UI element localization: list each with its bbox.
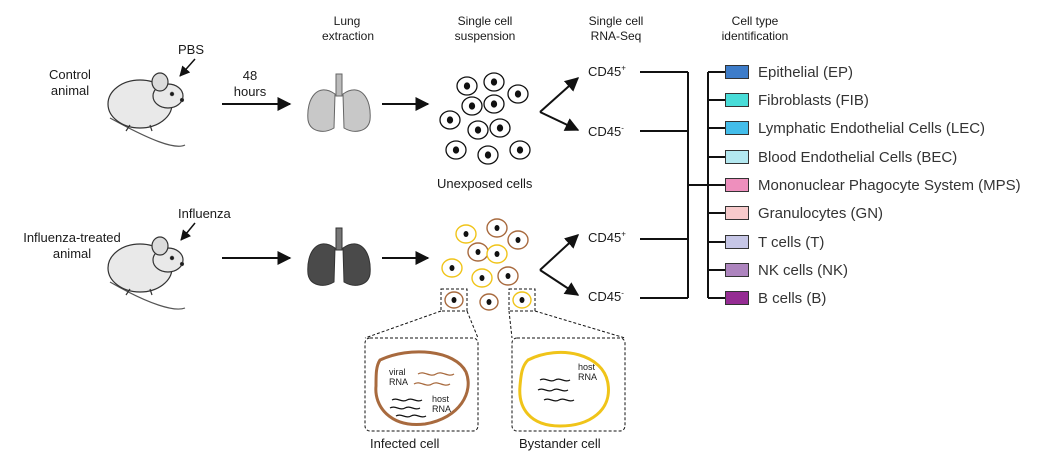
cd45-minus-influenza: CD45- — [588, 289, 624, 305]
cd45-base: CD45 — [588, 124, 622, 139]
bystander-cell-title: Bystander cell — [519, 436, 601, 451]
time-label: 48 hours — [228, 68, 272, 100]
control-label-line1: Control — [49, 67, 91, 82]
legend-label: Fibroblasts (FIB) — [758, 91, 869, 109]
bystander-cell-inset — [511, 337, 626, 432]
legend-swatch — [725, 263, 749, 277]
header-lung-line1: Lung — [333, 14, 361, 28]
legend-label: Epithelial (EP) — [758, 63, 854, 81]
healthy-lung-icon — [307, 73, 371, 132]
infected-cell-title: Infected cell — [370, 436, 440, 451]
legend-swatch — [725, 121, 749, 135]
header-suspension-line2: suspension — [454, 29, 516, 43]
influenza-label: Influenza — [178, 206, 231, 221]
header-single-cell-suspension: Single cell suspension — [445, 14, 525, 44]
legend-swatch — [725, 178, 749, 192]
bystander-selection-box — [508, 288, 536, 312]
legend-swatch — [725, 235, 749, 249]
control-label-line2: animal — [50, 83, 90, 98]
cd45-base: CD45 — [588, 230, 622, 245]
header-celltype-line2: identification — [721, 29, 789, 43]
legend-item-gn: Granulocytes (GN) — [725, 203, 883, 223]
unexposed-cells-icon — [439, 72, 531, 165]
cd45-minus-control: CD45- — [588, 124, 624, 140]
legend-swatch — [725, 150, 749, 164]
pbs-label: PBS — [178, 42, 205, 57]
header-cell-type-identification: Cell type identification — [711, 14, 799, 44]
legend-swatch — [725, 291, 749, 305]
control-mouse-icon — [107, 72, 186, 147]
influenza-label-line2: animal — [52, 246, 92, 261]
legend-label: Granulocytes (GN) — [758, 204, 884, 222]
legend-swatch — [725, 93, 749, 107]
legend-label: Lymphatic Endothelial Cells (LEC) — [758, 119, 986, 137]
header-celltype-line1: Cell type — [731, 14, 779, 28]
legend-swatch — [725, 65, 749, 79]
cd45-plus-influenza: CD45+ — [588, 230, 626, 246]
legend-item-bec: Blood Endothelial Cells (BEC) — [725, 147, 957, 167]
legend-swatch — [725, 206, 749, 220]
legend-item-mps: Mononuclear Phagocyte System (MPS) — [725, 175, 1021, 195]
header-rnaseq-line2: RNA-Seq — [590, 29, 642, 43]
influenza-label-line1: Influenza-treated — [23, 230, 121, 245]
infected-selection-box — [440, 288, 468, 312]
cd45-plus-control: CD45+ — [588, 64, 626, 80]
host-rna-line2: RNA — [578, 372, 598, 382]
viral-rna-label: viral RNA — [389, 367, 408, 387]
legend-item-ep: Epithelial (EP) — [725, 62, 853, 82]
time-value: 48 — [242, 68, 258, 83]
infected-lung-icon — [307, 227, 371, 286]
cd45-sup: + — [621, 63, 626, 73]
cd45-sup: + — [621, 229, 626, 239]
cd45-base: CD45 — [588, 289, 622, 304]
legend-item-t: T cells (T) — [725, 232, 824, 252]
host-rna-line1: host — [578, 362, 596, 372]
header-single-cell-rnaseq: Single cell RNA-Seq — [576, 14, 656, 44]
header-rnaseq-line1: Single cell — [588, 14, 644, 28]
influenza-mouse-icon — [107, 236, 186, 310]
cd45-sup: - — [621, 123, 624, 133]
time-unit: hours — [233, 84, 267, 99]
legend-label: Blood Endothelial Cells (BEC) — [758, 148, 958, 166]
host-rna-line2: RNA — [432, 404, 452, 414]
legend-label: NK cells (NK) — [758, 261, 849, 279]
unexposed-cells-label: Unexposed cells — [437, 176, 533, 191]
legend-item-nk: NK cells (NK) — [725, 260, 848, 280]
header-suspension-line1: Single cell — [457, 14, 513, 28]
legend-label: T cells (T) — [758, 233, 825, 251]
bystander-cell-membrane — [518, 351, 610, 428]
legend-label: Mononuclear Phagocyte System (MPS) — [758, 176, 1021, 194]
legend-item-b: B cells (B) — [725, 288, 826, 308]
host-rna-label-infected: host RNA — [432, 394, 451, 414]
header-lung-extraction: Lung extraction — [322, 14, 375, 44]
cd45-sup: - — [621, 288, 624, 298]
legend-item-fib: Fibroblasts (FIB) — [725, 90, 869, 110]
host-rna-label-bystander: host RNA — [578, 362, 597, 382]
influenza-animal-label: Influenza-treated animal — [16, 230, 128, 262]
header-lung-line2: extraction — [322, 29, 375, 43]
control-animal-label: Control animal — [40, 67, 100, 99]
viral-rna-line1: viral — [389, 367, 406, 377]
infected-cells-icon — [441, 218, 532, 311]
host-rna-line1: host — [432, 394, 450, 404]
cell-type-connector — [640, 71, 725, 299]
infected-cell-membrane — [374, 350, 470, 426]
legend-label: B cells (B) — [758, 289, 827, 307]
viral-rna-line2: RNA — [389, 377, 409, 387]
legend-item-lec: Lymphatic Endothelial Cells (LEC) — [725, 118, 985, 138]
cd45-base: CD45 — [588, 64, 622, 79]
